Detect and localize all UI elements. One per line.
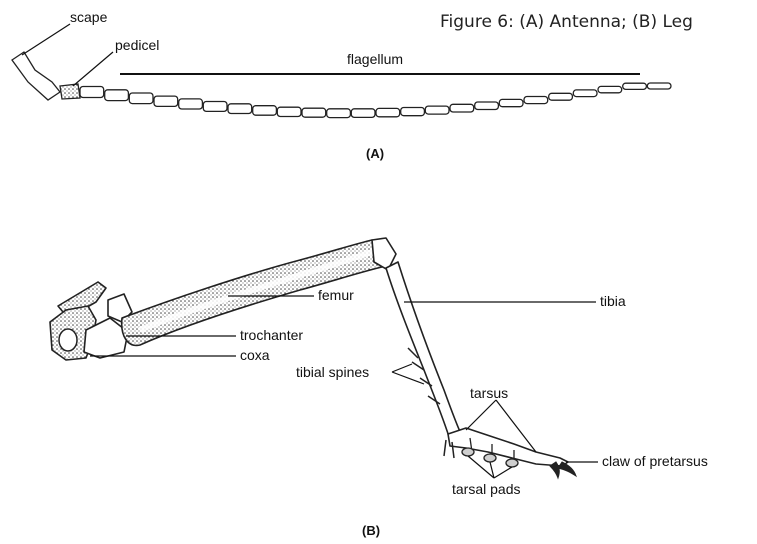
flagellum-segment	[623, 83, 647, 89]
flagellum-segment	[573, 90, 597, 97]
flagellum-segment	[499, 99, 523, 106]
antenna-pedicel	[60, 84, 80, 99]
flagellum-segment	[376, 108, 400, 116]
flagellum-segment	[80, 87, 104, 98]
flagellum-segment	[351, 109, 375, 118]
flagellum-segment	[475, 102, 499, 110]
flagellum-segment	[154, 96, 178, 106]
panel-label-a: (A)	[366, 146, 384, 161]
flagellum-segment	[105, 90, 129, 101]
label-tarsal-pads: tarsal pads	[452, 481, 520, 497]
flagellum-segment	[129, 93, 153, 104]
antenna-flagellum	[80, 83, 671, 118]
label-tarsus: tarsus	[470, 385, 508, 401]
flagellum-segment	[524, 97, 548, 104]
label-claw-of-pretarsus: claw of pretarsus	[602, 453, 708, 469]
antenna-leaders	[22, 24, 640, 86]
label-coxa: coxa	[240, 347, 270, 363]
tarsal-pad-1	[462, 448, 474, 456]
flagellum-segment	[302, 108, 326, 117]
flagellum-segment	[401, 108, 425, 116]
label-scape: scape	[70, 9, 108, 25]
label-tibia: tibia	[600, 293, 626, 309]
flagellum-segment	[253, 106, 277, 116]
flagellum-segment	[450, 104, 474, 112]
flagellum-segment	[425, 106, 449, 114]
label-tibial-spines: tibial spines	[296, 364, 369, 380]
flagellum-segment	[549, 93, 573, 100]
flagellum-segment	[277, 107, 301, 116]
tibia	[386, 262, 462, 440]
label-pedicel: pedicel	[115, 37, 159, 53]
label-trochanter: trochanter	[240, 327, 303, 343]
flagellum-segment	[327, 109, 351, 118]
antenna-scape	[12, 52, 60, 100]
antenna-drawing	[12, 52, 671, 118]
label-flagellum: flagellum	[347, 51, 403, 67]
leg-drawing	[50, 238, 576, 478]
flagellum-segment	[203, 102, 227, 112]
label-femur: femur	[318, 287, 354, 303]
panel-label-b: (B)	[362, 523, 380, 538]
tarsal-pad-2	[484, 454, 496, 462]
flagellum-segment	[598, 86, 622, 92]
tarsal-pad-3	[506, 459, 518, 467]
flagellum-segment	[228, 104, 252, 114]
pretarsus-claw	[550, 462, 576, 478]
flagellum-segment	[647, 83, 671, 89]
flagellum-segment	[179, 99, 203, 109]
